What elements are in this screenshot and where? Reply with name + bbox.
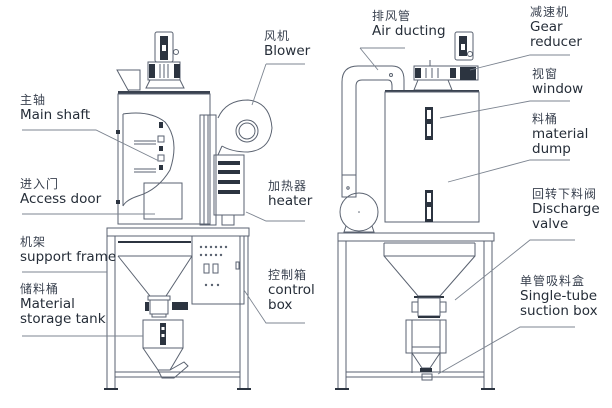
label-access-door-en: Access door (20, 190, 102, 207)
label-blower-en: Blower (264, 42, 311, 59)
label-suction-box-en-1: Single-tube (520, 287, 598, 304)
label-air-ducting-en: Air ducting (372, 22, 446, 39)
access-door (143, 182, 183, 220)
right-cone-hopper (383, 242, 476, 297)
label-window: 视窗 window (532, 67, 584, 97)
label-control-box-zh: 控制箱 (268, 268, 308, 282)
left-machine (104, 31, 273, 390)
left-motor (145, 31, 185, 89)
left-drying-chamber (117, 93, 211, 225)
label-heater-zh: 加热器 (268, 179, 308, 193)
label-material-dump-en-2: dump (532, 141, 571, 158)
label-material-dump-en-1: material (532, 125, 589, 142)
label-storage-tank-en-2: storage tank (20, 311, 106, 328)
label-heater-en: heater (268, 192, 313, 209)
label-blower-zh: 风机 (264, 29, 291, 43)
label-heater: 加热器 heater (268, 179, 313, 209)
label-access-door-zh: 进入门 (20, 177, 60, 191)
label-control-box-en-1: control (268, 281, 315, 298)
left-support-frame (104, 227, 251, 390)
window-lower (425, 190, 433, 222)
label-storage-tank-zh: 储料桶 (20, 282, 60, 296)
window-upper (425, 107, 433, 140)
label-material-dump: 料桶 material dump (532, 112, 589, 158)
label-discharge-valve-en-1: Discharge (532, 200, 600, 217)
discharge-valve (411, 296, 447, 318)
label-control-box-en-2: box (268, 297, 293, 314)
right-leader-lines (359, 47, 575, 375)
label-window-zh: 视窗 (532, 67, 559, 81)
right-machine (335, 31, 495, 390)
label-discharge-valve-en-2: valve (532, 216, 569, 233)
label-suction-box-en-2: suction box (520, 303, 598, 320)
label-storage-tank-en-1: Material (20, 295, 75, 312)
air-duct (341, 65, 405, 198)
left-leader-lines (22, 63, 305, 337)
left-vertical-duct (199, 114, 217, 226)
label-main-shaft: 主轴 Main shaft (20, 93, 91, 123)
label-discharge-valve-zh: 回转下料阀 (532, 187, 598, 201)
left-top-plate (118, 91, 210, 94)
label-support-frame-en: support frame (20, 248, 117, 265)
label-gear-reducer: 减速机 Gear reducer (530, 5, 582, 51)
blower (217, 99, 273, 156)
label-window-en: window (532, 80, 584, 97)
right-blower (339, 192, 379, 233)
main-shaft (116, 112, 175, 207)
label-support-frame: 机架 support frame (20, 235, 117, 265)
right-support-frame (335, 232, 495, 390)
label-air-ducting-zh: 排风管 (372, 9, 412, 23)
suction-box (405, 319, 447, 381)
label-material-dump-zh: 料桶 (532, 112, 559, 126)
label-gear-reducer-zh: 减速机 (530, 5, 570, 19)
right-top-plate (385, 90, 479, 92)
label-discharge-valve: 回转下料阀 Discharge valve (532, 187, 600, 233)
heater (213, 154, 245, 226)
label-access-door: 进入门 Access door (20, 177, 102, 207)
control-box (191, 235, 245, 305)
label-gear-reducer-en-1: Gear (530, 18, 563, 35)
label-main-shaft-en: Main shaft (20, 106, 91, 123)
label-blower: 风机 Blower (264, 29, 311, 59)
label-support-frame-zh: 机架 (20, 235, 47, 249)
label-storage-tank: 储料桶 Material storage tank (20, 282, 106, 328)
left-rotary-valve (145, 295, 188, 318)
left-feed-chute (116, 69, 141, 94)
label-air-ducting: 排风管 Air ducting (372, 9, 446, 39)
left-cone-hopper (117, 241, 193, 297)
gear-reducer (413, 31, 479, 91)
label-gear-reducer-en-2: reducer (530, 34, 582, 51)
label-control-box: 控制箱 control box (268, 268, 315, 314)
label-suction-box-zh: 单管吸料盒 (520, 274, 586, 288)
label-suction-box: 单管吸料盒 Single-tube suction box (520, 274, 598, 320)
label-main-shaft-zh: 主轴 (20, 93, 47, 107)
material-storage-tank (142, 319, 189, 379)
